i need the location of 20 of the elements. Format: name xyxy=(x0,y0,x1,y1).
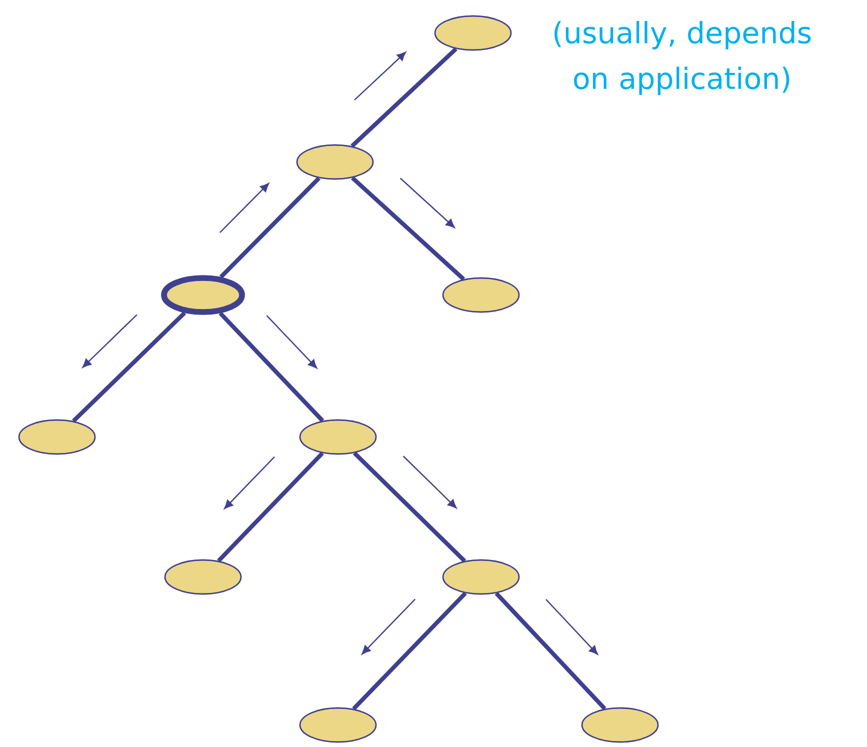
tree-node xyxy=(299,419,377,455)
tree-node xyxy=(299,707,377,743)
tree-edge xyxy=(352,592,467,710)
tree-node xyxy=(442,277,520,313)
tree-node xyxy=(161,275,245,315)
tree-edge xyxy=(219,176,320,278)
tree-node xyxy=(18,419,96,455)
tree-edge xyxy=(350,176,466,281)
tree-edge xyxy=(494,592,606,710)
note-text: (usually, depends on application) xyxy=(554,20,811,96)
tree-node xyxy=(434,15,512,51)
tree-edge xyxy=(352,452,466,562)
tree-edge xyxy=(350,47,458,148)
tree-edge xyxy=(72,311,186,422)
tree-node xyxy=(442,559,520,595)
tree-edge xyxy=(217,452,324,562)
tree-node xyxy=(581,707,659,743)
tree-edge xyxy=(218,312,324,422)
tree-node xyxy=(164,559,242,595)
tree-node xyxy=(296,144,374,180)
